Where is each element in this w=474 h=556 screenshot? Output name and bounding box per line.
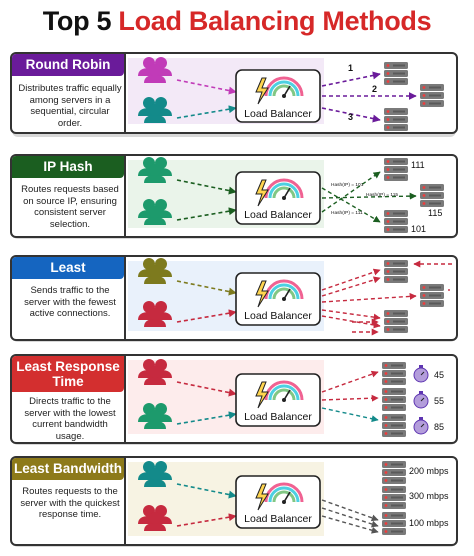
route-arrow [321,292,417,303]
route-arrow [321,171,381,213]
route-arrow [321,276,381,297]
route-arrow [321,192,417,200]
route-arrow [321,309,381,321]
route-arrow [321,499,379,522]
bandwidth-value: 300 mbps [409,491,449,501]
method-title: Round Robin [12,54,124,76]
route-arrow [321,268,381,291]
ip-hash-diagram: Load Balancer Hash(IP) = 101 Hash(IP) = … [128,157,444,234]
route-arrow [321,394,379,402]
server-icon [420,84,444,107]
least-bandwidth-diagram: Load Balancer 200 mbps 300 mbps 100 mbps [128,461,449,536]
route-arrow [321,370,379,393]
server-icon [384,62,408,85]
least-connection-diagram: Load Balancer [128,258,452,336]
request-arrow [176,207,237,221]
request-arrow [176,280,237,296]
method-title: IP Hash [12,156,124,178]
load-balancer-label: Load Balancer [244,209,312,221]
server-icon [382,512,406,535]
request-arrow [176,79,237,95]
stopwatch-icon [413,390,429,409]
server-hash-label: 101 [411,224,426,234]
route-label: 2 [372,84,377,94]
method-description: Routes requests based on source IP, ensu… [21,184,119,230]
server-icon [382,461,406,484]
server-icon [384,158,408,181]
route-arrow [321,107,381,123]
request-arrow [176,179,237,195]
route-arrow [321,71,381,87]
hash-label: Hash(IP) = 101 [331,182,364,188]
method-description: Routes requests to the server with the q… [20,486,120,520]
server-hash-label: 111 [411,160,425,170]
server-icon [384,310,408,333]
server-icon [420,184,444,207]
route-label: 3 [348,112,353,122]
page-title: Top 5 Load Balancing Methods [0,6,474,37]
server-icon [384,260,408,283]
method-description: Distributes traffic equally among server… [18,83,122,129]
route-arrow [321,187,381,223]
route-arrow [321,515,379,534]
request-arrow [176,309,237,323]
title-part-2: Load Balancing Methods [118,6,432,36]
server-icon [382,362,406,385]
route-label: 1 [348,63,353,73]
load-balancer-label: Load Balancer [244,411,312,423]
load-balancer-label: Load Balancer [244,310,312,322]
stopwatch-icon [413,364,429,383]
response-time-value: 85 [434,422,444,432]
route-arrow [321,507,379,528]
method-description: Directs traffic to the server with the l… [24,396,116,442]
method-title: Least Bandwidth [12,458,124,480]
server-icon [420,284,444,307]
round-robin-diagram: Load Balancer 1 2 3 [128,57,444,131]
method-description: Sends traffic to the server with the few… [24,285,116,319]
method-title: Least Connection [12,257,124,297]
bandwidth-value: 200 mbps [409,466,449,476]
stopwatch-icon [413,416,429,435]
request-arrow [176,483,237,499]
route-arrow [321,315,381,329]
hash-label: Hash(IP) = 111 [331,210,363,216]
route-arrow [321,407,379,423]
load-balancer-label: Load Balancer [244,108,312,120]
bandwidth-value: 100 mbps [409,518,449,528]
server-icon [384,210,408,233]
least-response-time-diagram: Load Balancer 45 55 85 [128,359,444,437]
server-icon [384,108,408,131]
request-arrow [176,513,237,527]
request-arrow [176,105,237,119]
server-hash-label: 115 [428,208,442,218]
server-icon [382,414,406,437]
request-arrow [176,381,237,397]
server-icon [382,388,406,411]
response-time-value: 45 [434,370,444,380]
server-icon [382,486,406,509]
method-title: Least Response Time [12,356,124,392]
hash-label: Hash(IP) = 115 [366,192,398,198]
title-part-1: Top 5 [42,6,112,36]
load-balancer-label: Load Balancer [244,513,312,525]
response-time-value: 55 [434,396,444,406]
request-arrow [176,411,237,425]
